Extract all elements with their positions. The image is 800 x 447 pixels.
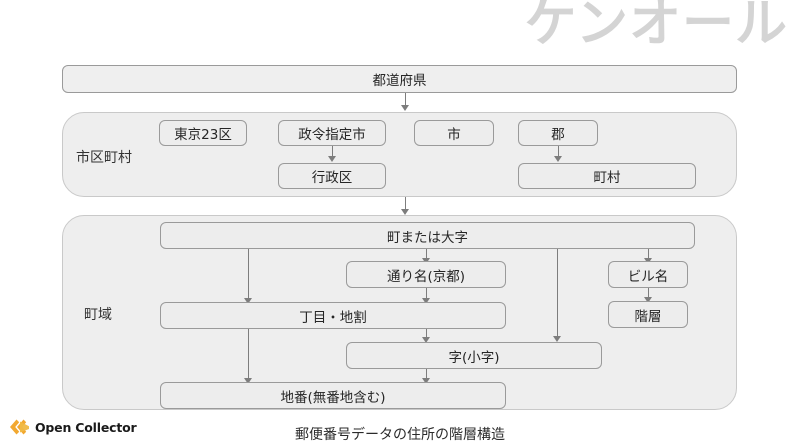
group-label-municipality: 市区町村 <box>76 150 132 166</box>
edge-oaza-to-toorina-line <box>426 249 427 261</box>
edge-biruna-to-kaiso-line <box>648 288 649 300</box>
node-chome-jiwari[interactable]: 丁目・地割 <box>160 302 506 329</box>
edge-todofuken-to-municipality-line <box>405 93 406 109</box>
edge-aza-to-chiban-line <box>426 369 427 382</box>
edge-seirei-to-gyoseiku-arrow <box>328 156 336 162</box>
node-seirei-shitei-shi[interactable]: 政令指定市 <box>278 120 386 146</box>
edge-municipality-to-townarea-line <box>405 197 406 213</box>
edge-oaza-to-chome-line <box>248 249 249 302</box>
node-gyoseiku[interactable]: 行政区 <box>278 163 386 189</box>
open-collector-chevron-icon <box>10 419 29 435</box>
node-tokyo23[interactable]: 東京23区 <box>159 120 247 146</box>
node-gun[interactable]: 郡 <box>518 120 598 146</box>
node-todofuken[interactable]: 都道府県 <box>62 65 737 93</box>
edge-todofuken-to-municipality-arrow <box>401 105 409 111</box>
node-kaiso[interactable]: 階層 <box>608 301 688 328</box>
node-toorina-kyoto[interactable]: 通り名(京都) <box>346 261 506 288</box>
edge-gun-to-choson-arrow <box>554 156 562 162</box>
edge-seirei-to-gyoseiku-line <box>332 146 333 159</box>
edge-aza-to-chiban-arrow <box>422 378 430 384</box>
edge-gun-to-choson-line <box>558 146 559 159</box>
edge-oaza-to-aza-arrow <box>553 336 561 342</box>
figure-caption: 郵便番号データの住所の階層構造 <box>295 427 505 443</box>
edge-biruna-to-kaiso-arrow <box>644 297 652 303</box>
edge-chome-to-aza-arrow <box>422 337 430 343</box>
edge-chome-to-chiban-arrow <box>244 378 252 384</box>
edge-toorina-to-chome-arrow <box>422 298 430 304</box>
node-chiban[interactable]: 地番(無番地含む) <box>160 382 506 409</box>
node-choson[interactable]: 町村 <box>518 163 696 189</box>
edge-chome-to-chiban-line <box>248 329 249 382</box>
kenall-watermark: ケンオール <box>524 0 788 54</box>
node-biruna[interactable]: ビル名 <box>608 261 688 288</box>
edge-municipality-to-townarea-arrow <box>401 209 409 215</box>
open-collector-logo: Open Collector <box>8 419 137 435</box>
group-label-town-area: 町域 <box>84 307 112 323</box>
node-machi-matawa-oaza[interactable]: 町または大字 <box>160 222 695 249</box>
edge-oaza-to-aza-line <box>557 249 558 339</box>
node-shi[interactable]: 市 <box>414 120 494 146</box>
open-collector-logo-text: Open Collector <box>35 419 137 435</box>
edge-oaza-to-chome-arrow <box>244 298 252 304</box>
edge-oaza-to-biruna-line <box>648 249 649 261</box>
edge-chome-to-aza-line <box>426 329 427 341</box>
node-aza-koaza[interactable]: 字(小字) <box>346 342 602 369</box>
edge-toorina-to-chome-line <box>426 288 427 302</box>
